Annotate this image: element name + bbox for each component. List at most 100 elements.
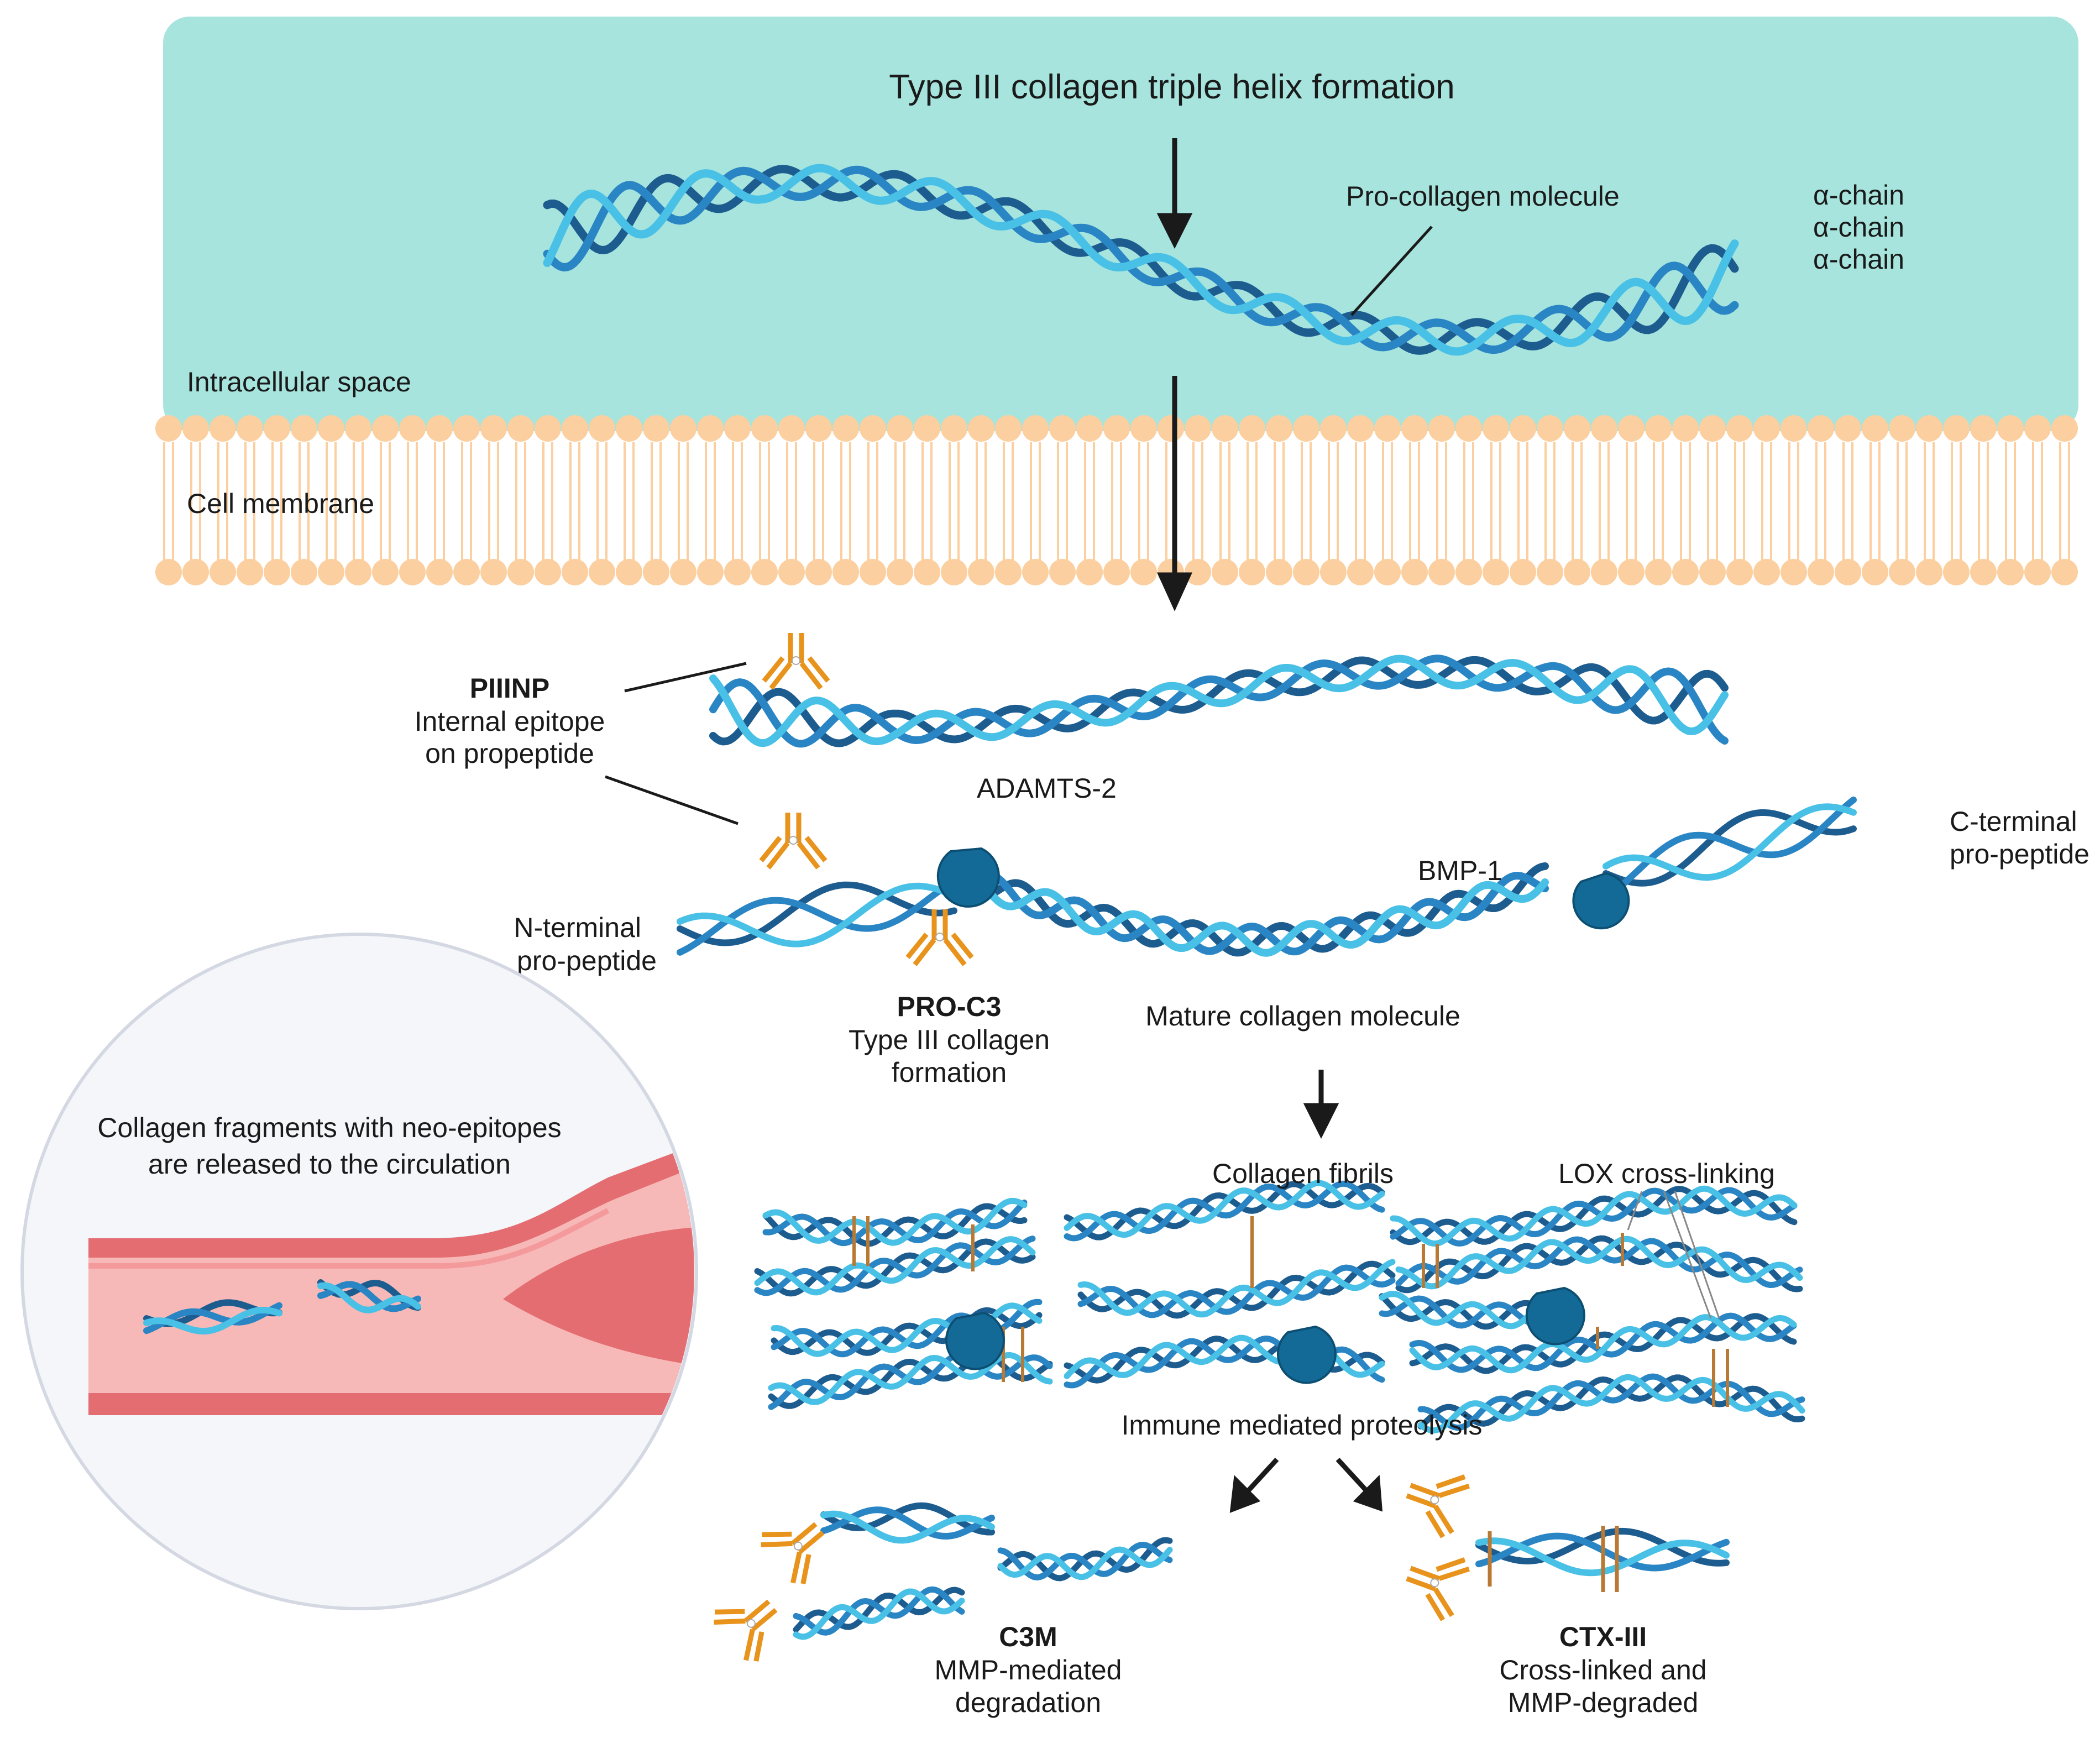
fibril-enzyme-3 bbox=[1525, 1286, 1585, 1346]
ctxiii-name: CTX-III bbox=[1559, 1621, 1647, 1652]
propeptide-strand bbox=[317, 1282, 421, 1313]
alpha-chain-strand bbox=[997, 1541, 1173, 1581]
antibody-icon bbox=[1406, 1557, 1470, 1621]
cterm-label-2: pro-peptide bbox=[1950, 839, 2089, 870]
pointer-lines bbox=[605, 226, 1720, 1319]
piiinp-desc-2: on propeptide bbox=[425, 738, 594, 769]
procollagen-label: Pro-collagen molecule bbox=[1346, 181, 1620, 212]
collagen-helices bbox=[543, 164, 1857, 1640]
collagen-fibril bbox=[1379, 1291, 1544, 1330]
alpha-chain-strand bbox=[1409, 1314, 1797, 1374]
arrow-head bbox=[1303, 1103, 1339, 1139]
proc3-name: PRO-C3 bbox=[897, 991, 1002, 1022]
proc3-desc-1: Type III collagen bbox=[849, 1024, 1050, 1055]
propeptide-strand bbox=[1603, 803, 1857, 881]
alpha-chain-strand bbox=[1390, 1187, 1798, 1247]
propeptide-strand bbox=[677, 882, 957, 947]
collagen-fibril bbox=[1064, 1180, 1385, 1242]
mature-label: Mature collagen molecule bbox=[1145, 1001, 1460, 1032]
c3m-name: C3M bbox=[999, 1621, 1057, 1652]
alpha-chain-strand bbox=[754, 1236, 1036, 1296]
alpha-chain-strand bbox=[1417, 1374, 1805, 1430]
fibril-enzyme-2 bbox=[1276, 1325, 1337, 1384]
procollagen-molecule-2 bbox=[709, 655, 1729, 748]
alpha-chain-strand bbox=[771, 1302, 1043, 1357]
piiinp-name: PIIINP bbox=[470, 673, 549, 704]
nterm-label-2: pro-peptide bbox=[517, 945, 657, 976]
procollagen-molecule bbox=[543, 164, 1739, 356]
c3m-fragment bbox=[820, 1502, 995, 1544]
mature-collagen-molecule bbox=[961, 862, 1549, 957]
piiinp-pointer-lower bbox=[605, 775, 739, 825]
propeptide-strand bbox=[820, 1502, 995, 1536]
arrow-head bbox=[1353, 1474, 1383, 1512]
collagen-fragments bbox=[143, 1279, 421, 1335]
alpha-chain-label-3: α-chain bbox=[1813, 244, 1904, 275]
n-terminal-propeptide bbox=[677, 877, 957, 956]
cell-membrane bbox=[155, 415, 2078, 585]
piiinp-desc-1: Internal epitope bbox=[415, 706, 605, 737]
alpha-chain-strand bbox=[1395, 1236, 1803, 1290]
flow-arrows bbox=[1156, 138, 1383, 1513]
collagen-fibril bbox=[754, 1236, 1036, 1297]
alpha-chain-strand bbox=[997, 1546, 1173, 1580]
adamts2-enzyme bbox=[936, 847, 1000, 908]
membrane-label: Cell membrane bbox=[187, 488, 374, 519]
alpha-chain-strand bbox=[961, 862, 1549, 957]
fibril-enzyme-1 bbox=[945, 1311, 1005, 1370]
lox-label: LOX cross-linking bbox=[1558, 1158, 1775, 1189]
circulation-label-2: are released to the circulation bbox=[148, 1149, 511, 1180]
circulation-inset bbox=[20, 933, 698, 1610]
alpha-chain-strand bbox=[709, 655, 1729, 747]
adamts2-label: ADAMTS-2 bbox=[977, 773, 1117, 804]
antibody-icon bbox=[905, 909, 974, 966]
alpha-chain-strand bbox=[1064, 1180, 1385, 1238]
propeptide-strand bbox=[143, 1306, 282, 1335]
piiinp-pointer-upper bbox=[624, 662, 747, 693]
nterm-label-1: N-terminal bbox=[514, 912, 641, 943]
antibody-icon bbox=[761, 1522, 825, 1584]
cterm-label-1: C-terminal bbox=[1950, 806, 2077, 837]
arrow-head bbox=[1157, 572, 1192, 611]
propeptide-strand bbox=[677, 881, 957, 946]
arrow-right-down bbox=[1336, 1457, 1370, 1495]
arrow-head bbox=[1229, 1475, 1261, 1513]
procollagen-pointer bbox=[1350, 226, 1433, 316]
proc3-desc-2: formation bbox=[892, 1057, 1007, 1088]
arrow-left-down bbox=[1244, 1457, 1279, 1495]
alpha-chain-strand bbox=[961, 862, 1549, 957]
antibody-icon bbox=[1406, 1474, 1470, 1538]
alpha-chain-strand bbox=[543, 164, 1739, 356]
antibody-icon bbox=[714, 1599, 778, 1662]
alpha-chain-strand bbox=[762, 1199, 1028, 1247]
antibodies bbox=[714, 633, 1470, 1662]
circulation-label-1: Collagen fragments with neo-epitopes bbox=[97, 1112, 561, 1143]
enzymes bbox=[936, 847, 1630, 1384]
collagen-fibril bbox=[1390, 1185, 1798, 1247]
propeptide-strand bbox=[1603, 809, 1857, 887]
lox-pointer-a bbox=[1627, 1191, 1643, 1231]
c3m-desc-2: degradation bbox=[955, 1687, 1101, 1718]
arrow-head bbox=[1156, 213, 1193, 249]
c3m-fragment-helix bbox=[997, 1537, 1173, 1582]
alpha-chain-strand bbox=[1390, 1185, 1798, 1247]
collagen-fibril bbox=[768, 1351, 1053, 1410]
vessel-highlight bbox=[88, 1208, 610, 1269]
lox-pointer-c bbox=[1674, 1191, 1720, 1319]
collagen-fibril bbox=[1409, 1312, 1797, 1374]
c3m-desc-1: MMP-mediated bbox=[935, 1655, 1122, 1685]
blood-vessel-lumen bbox=[88, 1166, 694, 1393]
alpha-chain-strand bbox=[1064, 1181, 1385, 1240]
alpha-chain-strand bbox=[709, 655, 1729, 748]
c3m-fragment-helix bbox=[793, 1586, 965, 1640]
lox-pointer-b bbox=[1663, 1191, 1712, 1319]
intracellular-label: Intracellular space bbox=[187, 367, 411, 397]
alpha-chain-strand bbox=[1379, 1291, 1544, 1329]
vessel-fragment bbox=[317, 1279, 421, 1313]
alpha-chain-strand bbox=[793, 1586, 965, 1636]
ctxiii-desc-1: Cross-linked and bbox=[1499, 1655, 1706, 1685]
intracellular-region bbox=[163, 17, 2078, 431]
ctxiii-desc-2: MMP-degraded bbox=[1508, 1687, 1699, 1718]
bmp1-enzyme bbox=[1572, 872, 1630, 930]
